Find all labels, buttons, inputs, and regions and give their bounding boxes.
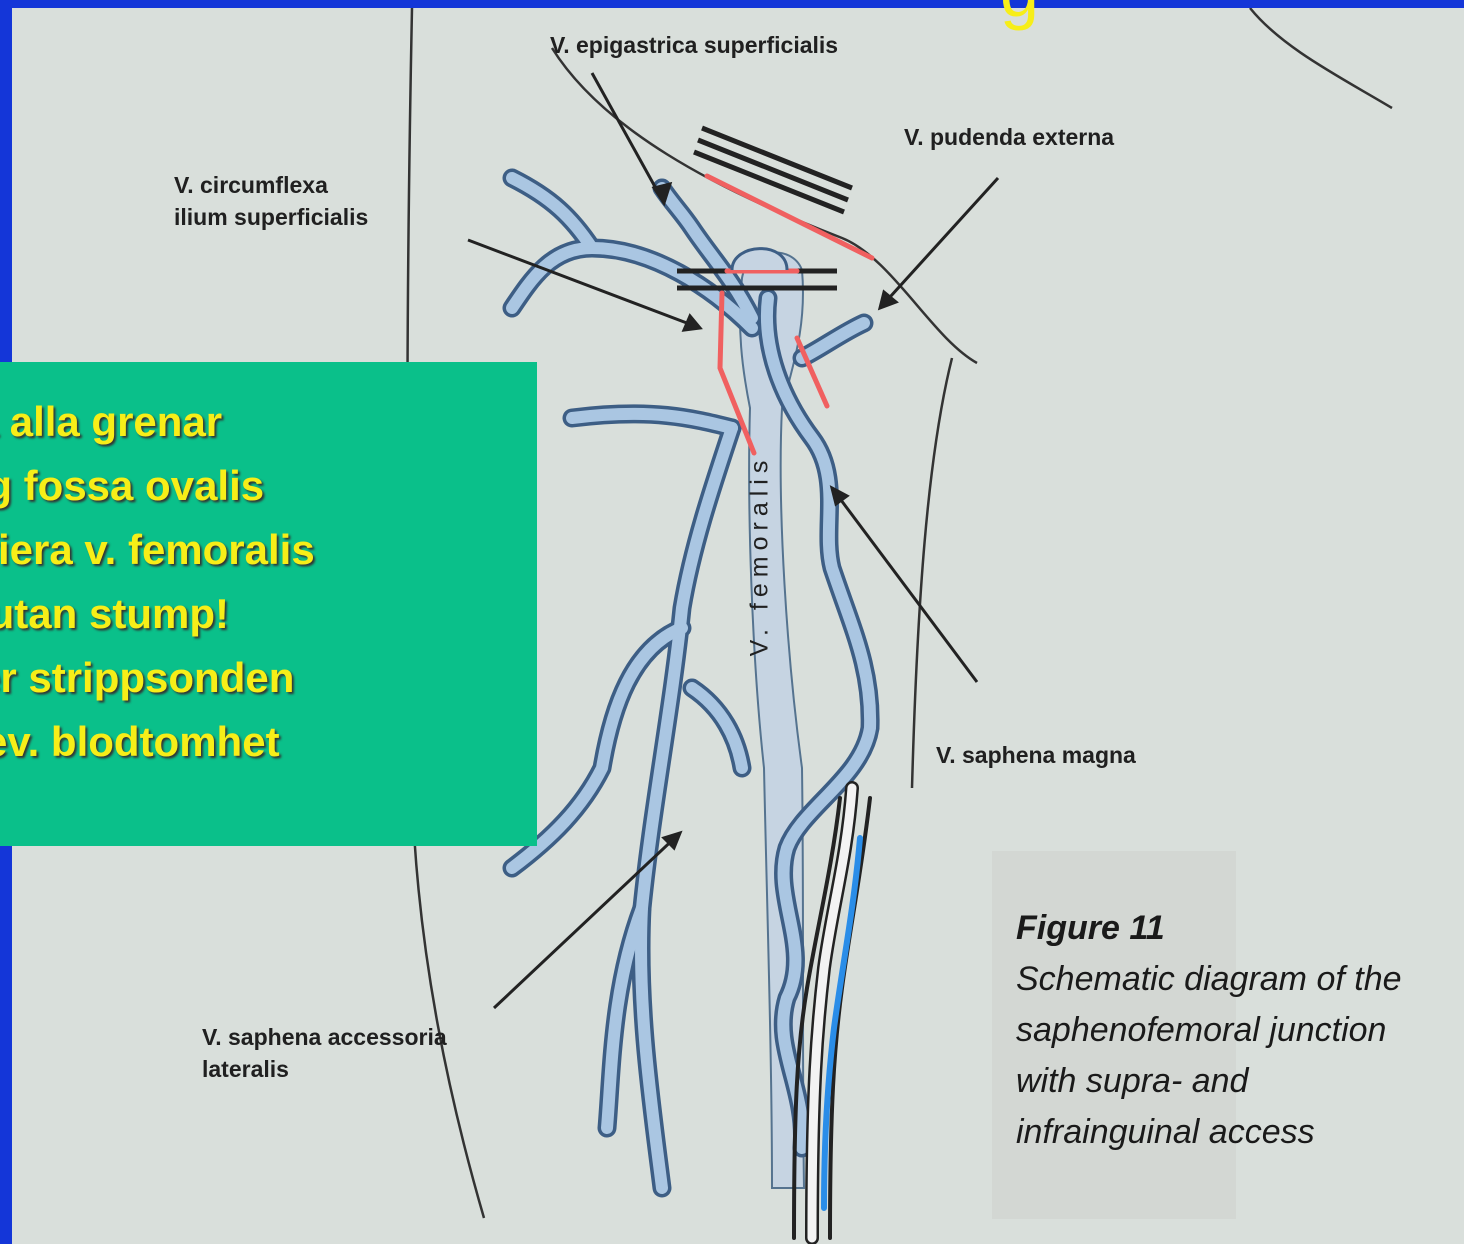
label-accessoria-line2: lateralis: [202, 1056, 289, 1084]
label-accessoria-line1: V. saphena accessoria: [202, 1024, 447, 1052]
slide-title-fragment: g: [1000, 0, 1039, 32]
stripping-probe: [794, 788, 870, 1238]
step-item: Lig B utan stump!: [0, 582, 315, 646]
step-item: För ner strippsonden: [0, 646, 315, 710]
step-item: Lägg ev. blodtomhet: [0, 710, 315, 774]
label-epigastrica: V. epigastrica superficialis: [550, 32, 838, 60]
label-pudenda: V. pudenda externa: [904, 124, 1114, 152]
steps-list: Ligera alla grenar Frilägg fossa ovalis …: [0, 390, 315, 774]
incision-lines: [694, 128, 852, 212]
label-femoralis: V. femoralis: [740, 440, 780, 670]
pointer-arrows: [468, 73, 998, 1008]
step-item: Identifiera v. femoralis: [0, 518, 315, 582]
label-circumflexa-line1: V. circumflexa: [174, 172, 328, 200]
label-circumflexa-line2: ilium superficialis: [174, 204, 368, 232]
steps-callout: Ligera alla grenar Frilägg fossa ovalis …: [0, 362, 537, 846]
figure-caption-text: Schematic diagram of the saphenofemoral …: [1016, 954, 1436, 1158]
figure-caption-title: Figure 11: [1016, 909, 1236, 948]
step-item: Frilägg fossa ovalis: [0, 454, 315, 518]
step-item: Ligera alla grenar: [0, 390, 315, 454]
label-saphena-magna: V. saphena magna: [936, 742, 1136, 770]
